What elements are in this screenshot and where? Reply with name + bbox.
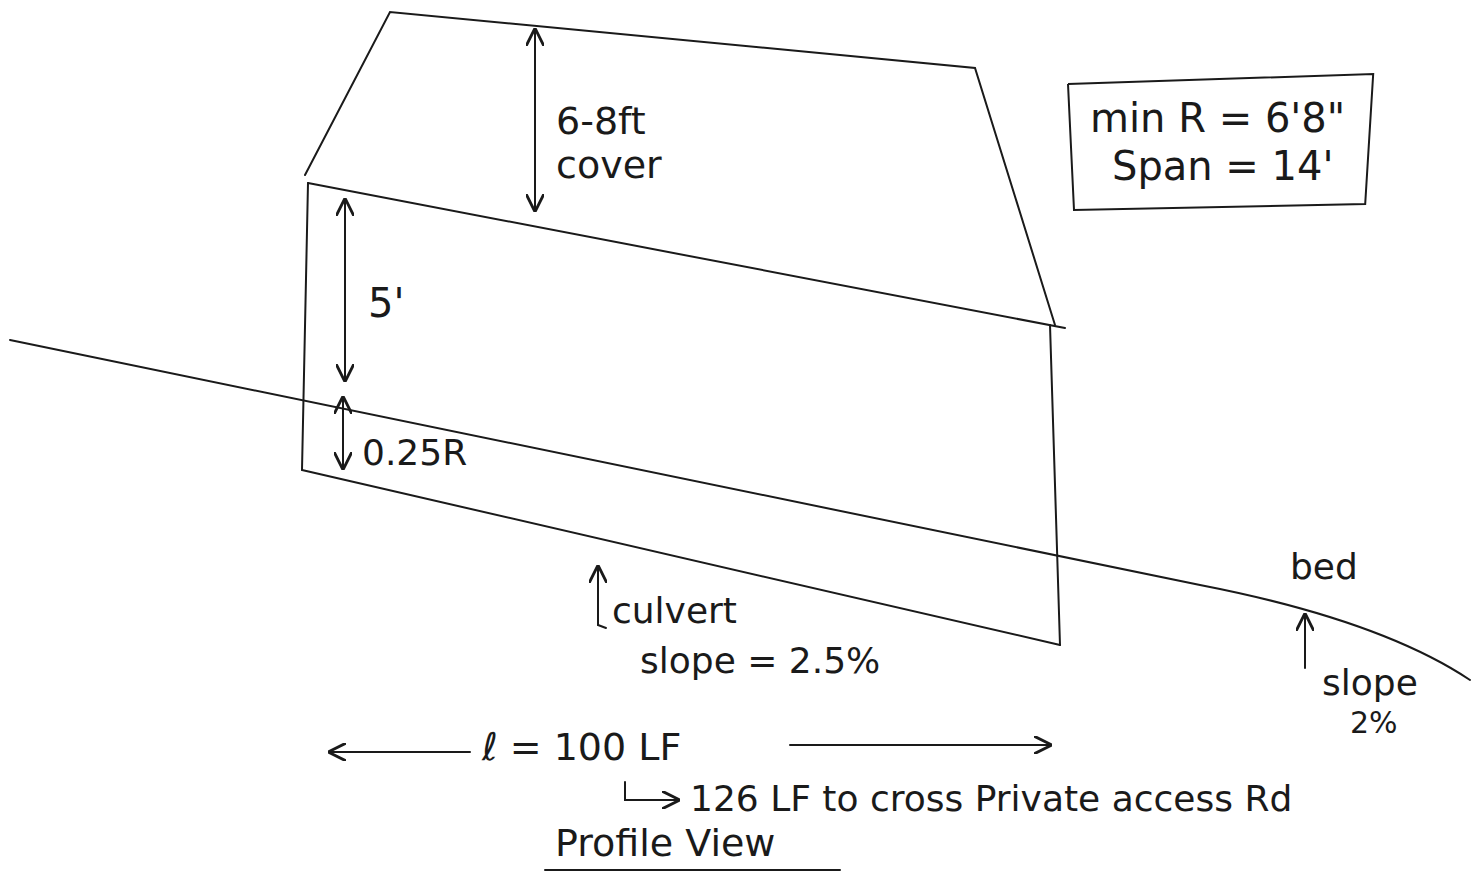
culvert-pointer — [597, 567, 599, 625]
length-dimension — [790, 744, 1050, 746]
culvert-pointer — [598, 625, 606, 628]
note-box: min R = 6'8"Span = 14' — [1072, 80, 1367, 206]
view-title: Profile View — [555, 822, 775, 866]
note-box-border — [1068, 74, 1373, 210]
slope-note: slope = 2.5% — [640, 640, 880, 681]
culvert-callout: culvert — [612, 590, 737, 631]
length-dimension — [330, 751, 470, 753]
revision-note: 126 LF to cross Private access Rd — [690, 778, 1292, 819]
embed-dimension: 0.25R — [362, 432, 467, 473]
culvert-invert — [302, 470, 1060, 645]
cover-dimension — [534, 30, 536, 210]
cover-outline — [305, 12, 1055, 325]
slope-callout: slope — [1322, 662, 1418, 703]
stream-bed — [10, 340, 1470, 680]
note-text: Span = 14' — [1090, 142, 1345, 190]
length-dimension: ℓ = 100 LF — [482, 726, 681, 770]
bed-pointer — [1304, 615, 1306, 668]
title-underline — [545, 869, 840, 871]
culvert-end — [302, 183, 308, 470]
culvert-end — [1050, 325, 1060, 645]
height-dimension: 5' — [368, 280, 404, 326]
revision-hook — [625, 782, 678, 800]
height-dimension — [344, 200, 346, 380]
bed-callout: bed — [1290, 546, 1358, 587]
embed-dimension — [342, 398, 344, 468]
cover-dimension: 6-8ft cover — [556, 100, 686, 187]
note-text: min R = 6'8" — [1090, 94, 1345, 142]
slope-value: 2% — [1350, 706, 1398, 741]
culvert-crown — [308, 183, 1065, 328]
